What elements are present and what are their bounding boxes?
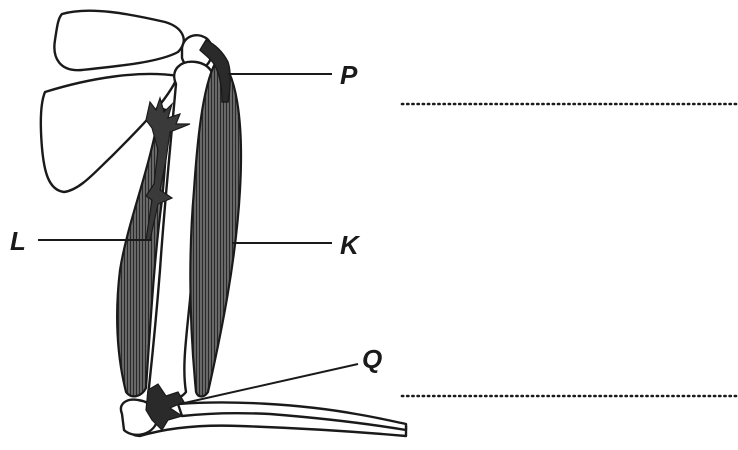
label-l: L [10,226,26,256]
label-k: K [340,230,361,260]
scapula-upper [54,11,183,71]
label-q: Q [362,344,382,374]
label-p: P [340,60,358,90]
